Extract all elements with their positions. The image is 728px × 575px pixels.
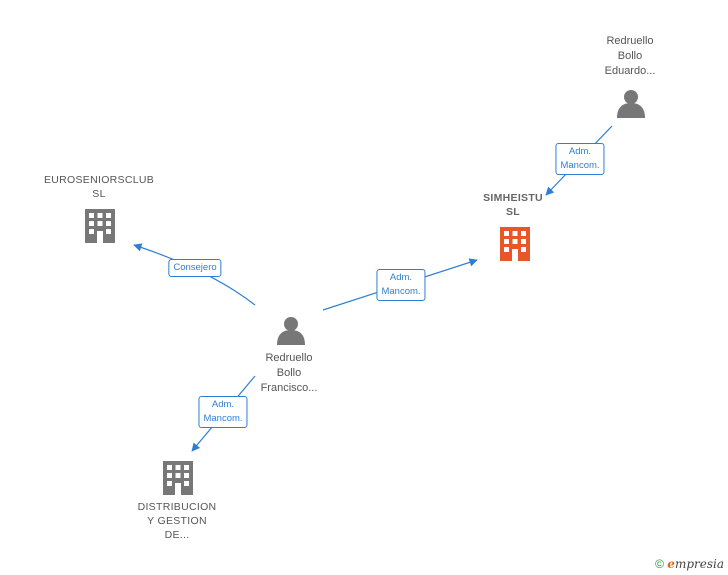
edge-label-francisco-simheistu[interactable]: Adm. Mancom. bbox=[376, 269, 426, 301]
building-icon[interactable] bbox=[85, 209, 115, 243]
brand-logo-text: mpresia bbox=[674, 557, 724, 571]
edge-label-consejero[interactable]: Consejero bbox=[168, 259, 222, 277]
node-label-distribucion[interactable]: DISTRIBUCION Y GESTION DE... bbox=[137, 501, 217, 541]
brand-footer: © empresia bbox=[655, 557, 724, 571]
copyright-icon: © bbox=[655, 557, 664, 571]
building-icon[interactable] bbox=[500, 227, 530, 261]
node-label-eduardo[interactable]: Redruello Bollo Eduardo... bbox=[604, 35, 656, 77]
node-label-simheistu[interactable]: SIMHEISTU SL bbox=[483, 192, 543, 218]
person-icon[interactable] bbox=[617, 90, 645, 118]
person-icon[interactable] bbox=[277, 317, 305, 345]
edge-label-francisco-distribucion[interactable]: Adm. Mancom. bbox=[198, 396, 248, 428]
node-label-euroseniors[interactable]: EUROSENIORSCLUB SL bbox=[43, 174, 155, 200]
node-label-francisco[interactable]: Redruello Bollo Francisco... bbox=[260, 352, 318, 394]
edge-label-eduardo-simheistu[interactable]: Adm. Mancom. bbox=[555, 143, 605, 175]
brand-logo-initial: e bbox=[667, 557, 675, 571]
building-icon[interactable] bbox=[163, 461, 193, 495]
